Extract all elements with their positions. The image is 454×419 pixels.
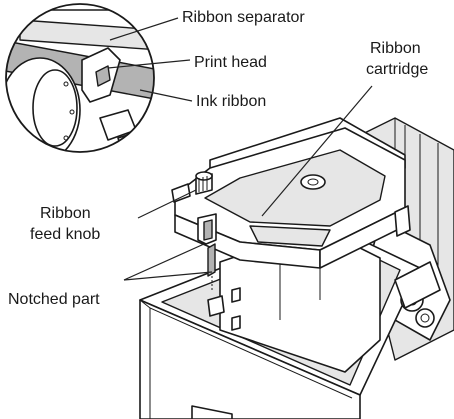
label-print-head: Print head (194, 54, 267, 71)
inset-detail-circle (5, 3, 155, 153)
leader-ink-ribbon (139, 89, 193, 102)
label-ribbon-feed-knob-line2: feed knob (30, 226, 100, 243)
label-ribbon-feed-knob-line1: Ribbon (40, 205, 91, 222)
ribbon-cartridge (174, 117, 411, 269)
ribbon-feed-knob-shape (171, 171, 213, 203)
leader-ribbon-feed-knob (137, 189, 197, 219)
ink-ribbon-exposed (207, 243, 216, 292)
label-ink-ribbon: Ink ribbon (196, 93, 266, 110)
leader-print-head (107, 59, 191, 69)
leader-ribbon-cartridge (261, 85, 373, 217)
leader-ribbon-separator (109, 17, 179, 41)
leader-notched-part-b (123, 271, 213, 281)
labels: Ribbon separator Print head Ink ribbon R… (8, 9, 428, 308)
label-ribbon-cartridge-line2: cartridge (366, 61, 428, 78)
notched-part-shape (197, 213, 217, 245)
printer-body (139, 117, 454, 419)
leader-notched-part-a (123, 243, 205, 281)
label-notched-part: Notched part (8, 291, 100, 308)
leader-lines (107, 17, 373, 281)
label-ribbon-separator: Ribbon separator (182, 9, 305, 26)
label-ribbon-cartridge-line1: Ribbon (370, 40, 421, 57)
